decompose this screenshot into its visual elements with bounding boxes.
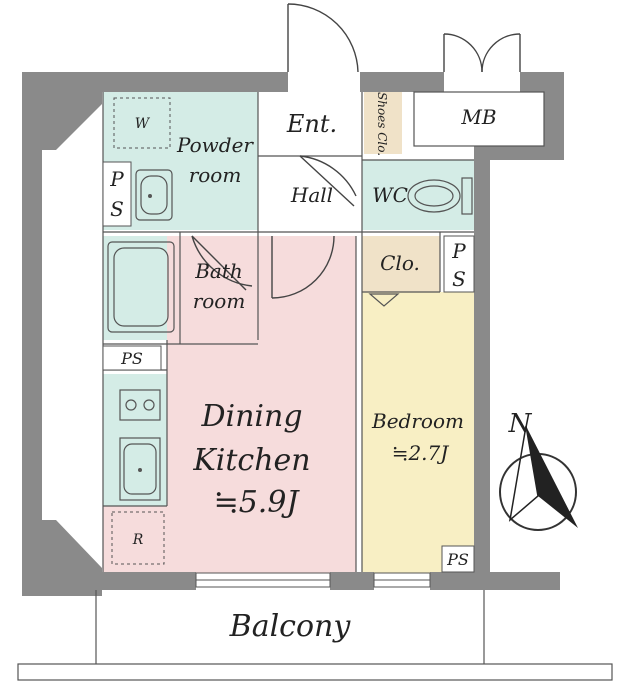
bath-door	[191, 235, 253, 291]
mb-label: MB	[460, 105, 496, 129]
bath-room-label-1: Bath	[194, 259, 243, 283]
closet-door-marker	[368, 293, 400, 307]
powder-room-label-1: Powder	[176, 133, 254, 157]
north-compass-icon: N	[499, 409, 578, 531]
balcony-area	[17, 590, 613, 681]
closet-label: Clo.	[380, 251, 420, 275]
hall-door	[299, 155, 357, 207]
stove-icon	[119, 389, 161, 421]
washer-icon	[113, 97, 171, 149]
windows	[195, 572, 431, 588]
interior-walls	[102, 92, 474, 572]
wc-area	[362, 160, 474, 230]
bedroom-size: ≒2.7J	[392, 441, 450, 465]
ps-right-label-1: P	[451, 239, 466, 263]
walls	[22, 72, 564, 596]
washer-label: W	[135, 116, 151, 132]
fridge-label: R	[132, 532, 144, 548]
kitchen-sink-icon	[119, 437, 161, 501]
shoes-closet-area	[364, 90, 402, 154]
wc-label: WC	[372, 183, 408, 207]
compass-north-label: N	[508, 409, 533, 439]
toilet-icon	[407, 177, 473, 215]
ps-left-box	[102, 161, 132, 227]
dining-door	[271, 235, 335, 299]
bedroom-area	[362, 292, 474, 573]
mb-box	[413, 91, 545, 147]
dining-kitchen-area	[103, 236, 356, 573]
entrance-door	[287, 3, 359, 73]
powder-room-label-2: room	[189, 163, 242, 187]
bathtub-icon	[107, 241, 175, 333]
ps-bottom-label: PS	[446, 550, 469, 569]
hall-label: Hall	[290, 183, 333, 207]
shoes-closet-label: Shoes Clo.	[375, 92, 389, 156]
ps-right-label-2: S	[452, 267, 466, 291]
mb-doors	[443, 33, 521, 73]
ps-mid-label: PS	[120, 349, 143, 368]
ps-left-label-2: S	[110, 197, 124, 221]
bedroom-label: Bedroom	[371, 409, 464, 433]
dining-kitchen-label-1: Dining	[200, 399, 302, 434]
bath-room-label-2: room	[193, 289, 246, 313]
ps-bottom-box	[441, 545, 475, 573]
ps-mid-box	[102, 345, 162, 371]
dining-kitchen-label-2: Kitchen	[192, 443, 310, 478]
entrance-label: Ent.	[286, 110, 337, 138]
fridge-icon	[111, 511, 165, 565]
closet-area	[362, 236, 440, 292]
dining-kitchen-size: ≒5.9J	[214, 485, 301, 520]
balcony-label: Balcony	[229, 609, 352, 644]
ps-right-box	[443, 235, 475, 293]
washbasin-icon	[135, 169, 173, 221]
ps-left-label-1: P	[109, 167, 124, 191]
